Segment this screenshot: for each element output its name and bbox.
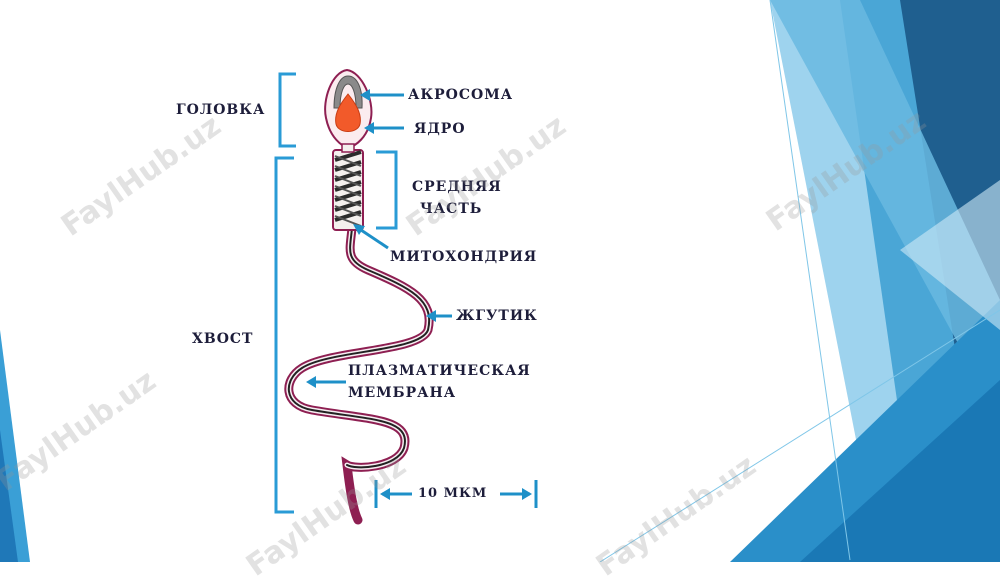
pointer-arrows [306, 89, 452, 388]
slide-canvas [0, 0, 1000, 562]
right-decoration [599, 0, 1000, 562]
nucleus-shape [335, 93, 361, 132]
tail-bracket [274, 156, 294, 514]
label-flagellum: ЖГУТИК [456, 308, 538, 324]
midpiece-bracket [376, 150, 398, 230]
label-membrane-line1: ПЛАЗМАТИЧЕСКАЯ [348, 363, 531, 379]
label-nucleus: ЯДРО [414, 121, 466, 137]
label-head: ГОЛОВКА [176, 102, 266, 118]
sperm-head [324, 68, 373, 153]
midpiece [332, 149, 364, 231]
left-decoration [0, 330, 30, 562]
label-membrane-line2: МЕМБРАНА [348, 385, 457, 401]
label-mitochondria: МИТОХОНДРИЯ [390, 249, 538, 265]
head-bracket [278, 72, 296, 148]
label-midpiece-line1: СРЕДНЯЯ [412, 179, 502, 195]
label-scale: 10 МКМ [418, 486, 488, 501]
label-tail: ХВОСТ [192, 331, 254, 347]
flagellum [284, 223, 434, 525]
label-acrosome: АКРОСОМА [408, 87, 514, 103]
scale-bar [374, 480, 538, 508]
label-midpiece-line2: ЧАСТЬ [420, 201, 483, 217]
